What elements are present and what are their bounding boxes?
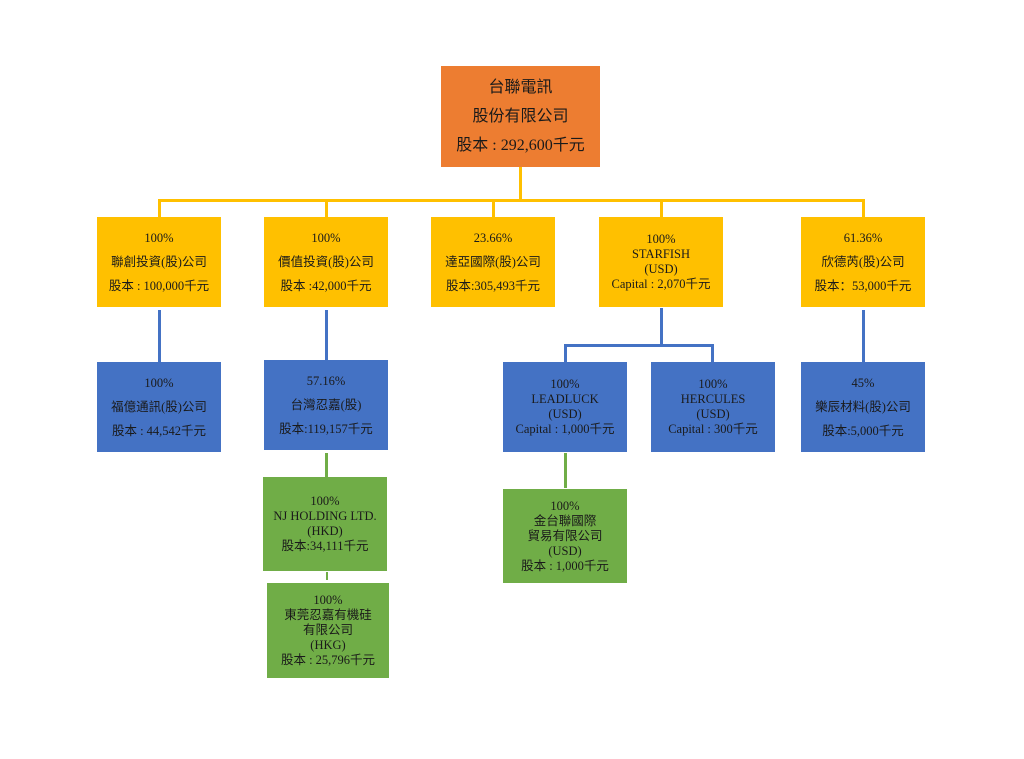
company-box-starfish: 100%STARFISH(USD)Capital : 2,070千元 bbox=[599, 217, 723, 307]
company-box-root: 台聯電訊股份有限公司股本 : 292,600千元 bbox=[441, 66, 600, 167]
company-text-line: 福億通訊(股)公司 bbox=[111, 400, 207, 414]
company-text-line: LEADLUCK bbox=[531, 392, 599, 406]
ownership-percent: 100% bbox=[313, 593, 343, 607]
company-text-line: Capital : 300千元 bbox=[668, 422, 758, 436]
ownership-percent: 100% bbox=[144, 231, 174, 245]
company-text-line: 股本 : 100,000千元 bbox=[108, 279, 210, 293]
company-text-line: 樂辰材料(股)公司 bbox=[815, 400, 911, 414]
company-text-line: (USD) bbox=[548, 407, 582, 421]
company-text-line: 台聯電訊 bbox=[488, 79, 553, 96]
company-text-line: 股本 : 44,542千元 bbox=[111, 424, 207, 438]
connector-nj bbox=[325, 453, 328, 477]
ownership-percent: 100% bbox=[311, 231, 341, 245]
company-box-daya: 23.66% 達亞國際(股)公司股本:305,493千元 bbox=[431, 217, 555, 307]
company-text-line: 股本:34,111千元 bbox=[281, 539, 369, 553]
company-box-leadluck: 100%LEADLUCK(USD)Capital : 1,000千元 bbox=[503, 362, 627, 452]
company-text-line: NJ HOLDING LTD. bbox=[273, 509, 377, 523]
company-text-line: 台灣忍嘉(股) bbox=[290, 398, 362, 412]
connector-dongguan bbox=[326, 572, 328, 580]
connector-renjia bbox=[325, 310, 328, 360]
company-text-line: 股本:119,157千元 bbox=[279, 422, 373, 436]
company-text-line: 東莞忍嘉有機硅 bbox=[284, 608, 372, 622]
connector-lianchuang bbox=[158, 199, 161, 217]
company-text-line: 聯創投資(股)公司 bbox=[111, 255, 207, 269]
connector-jiazhi bbox=[325, 199, 328, 217]
company-text-line: (HKD) bbox=[307, 524, 343, 538]
company-text-line: 股本 : 25,796千元 bbox=[280, 653, 376, 667]
ownership-percent: 23.66% bbox=[473, 231, 513, 245]
company-text-line: 價值投資(股)公司 bbox=[278, 255, 374, 269]
company-box-jintai: 100%金台聯國際貿易有限公司(USD)股本 : 1,000千元 bbox=[503, 489, 627, 583]
connector-lechen bbox=[862, 310, 865, 362]
company-text-line: (USD) bbox=[696, 407, 730, 421]
company-text-line: 股本：53,000千元 bbox=[814, 279, 912, 293]
company-box-xindeli: 61.36% 欣德芮(股)公司股本：53,000千元 bbox=[801, 217, 925, 307]
company-text-line: 有限公司 bbox=[302, 623, 353, 637]
company-text-line: 股本 : 292,600千元 bbox=[456, 137, 585, 154]
connector-level1-bus bbox=[159, 199, 865, 202]
company-text-line: 股本:305,493千元 bbox=[445, 279, 541, 293]
ownership-percent: 57.16% bbox=[306, 374, 346, 388]
ownership-percent: 100% bbox=[550, 377, 580, 391]
company-box-jiazhi: 100% 價值投資(股)公司股本 :42,000千元 bbox=[264, 217, 388, 307]
ownership-percent: 100% bbox=[646, 232, 676, 246]
company-text-line: 股份有限公司 bbox=[472, 108, 569, 125]
connector-leadluck bbox=[564, 344, 567, 362]
company-box-hercules: 100%HERCULES(USD)Capital : 300千元 bbox=[651, 362, 775, 452]
company-box-fude: 100% 福億通訊(股)公司股本 : 44,542千元 bbox=[97, 362, 221, 452]
company-text-line: HERCULES bbox=[680, 392, 746, 406]
company-text-line: (USD) bbox=[644, 262, 678, 276]
connector-starfish bbox=[660, 199, 663, 217]
connector-starfish-down bbox=[660, 308, 663, 345]
connector-root bbox=[519, 167, 522, 200]
company-text-line: 股本:5,000千元 bbox=[822, 424, 904, 438]
connector-jintai bbox=[564, 453, 567, 488]
company-text-line: Capital : 1,000千元 bbox=[515, 422, 615, 436]
ownership-percent: 61.36% bbox=[843, 231, 883, 245]
company-box-lechen: 45% 樂辰材料(股)公司股本:5,000千元 bbox=[801, 362, 925, 452]
company-text-line: (USD) bbox=[548, 543, 582, 558]
ownership-percent: 100% bbox=[144, 376, 174, 390]
ownership-percent: 100% bbox=[550, 498, 580, 513]
company-text-line: 股本 :42,000千元 bbox=[280, 279, 372, 293]
connector-starfish-bus bbox=[564, 344, 714, 347]
company-text-line: 金台聯國際 bbox=[533, 513, 597, 528]
company-text-line: STARFISH bbox=[631, 247, 691, 261]
connector-hercules bbox=[711, 344, 714, 362]
company-text-line: (HKG) bbox=[310, 638, 346, 652]
company-text-line: Capital : 2,070千元 bbox=[611, 277, 711, 291]
company-box-dongguan: 100%東莞忍嘉有機硅有限公司(HKG)股本 : 25,796千元 bbox=[267, 583, 389, 678]
connector-xindeli bbox=[862, 199, 865, 217]
company-text-line: 股本 : 1,000千元 bbox=[521, 558, 609, 573]
connector-daya bbox=[492, 199, 495, 217]
company-box-renjia: 57.16% 台灣忍嘉(股) 股本:119,157千元 bbox=[264, 360, 388, 450]
company-box-lianchuang: 100% 聯創投資(股)公司股本 : 100,000千元 bbox=[97, 217, 221, 307]
ownership-percent: 100% bbox=[310, 494, 340, 508]
company-text-line: 欣德芮(股)公司 bbox=[821, 255, 905, 269]
company-box-nj: 100%NJ HOLDING LTD.(HKD)股本:34,111千元 bbox=[263, 477, 387, 571]
ownership-percent: 45% bbox=[851, 376, 875, 390]
ownership-percent: 100% bbox=[698, 377, 728, 391]
connector-fude bbox=[158, 310, 161, 362]
company-text-line: 貿易有限公司 bbox=[527, 528, 603, 543]
company-text-line: 達亞國際(股)公司 bbox=[445, 255, 541, 269]
